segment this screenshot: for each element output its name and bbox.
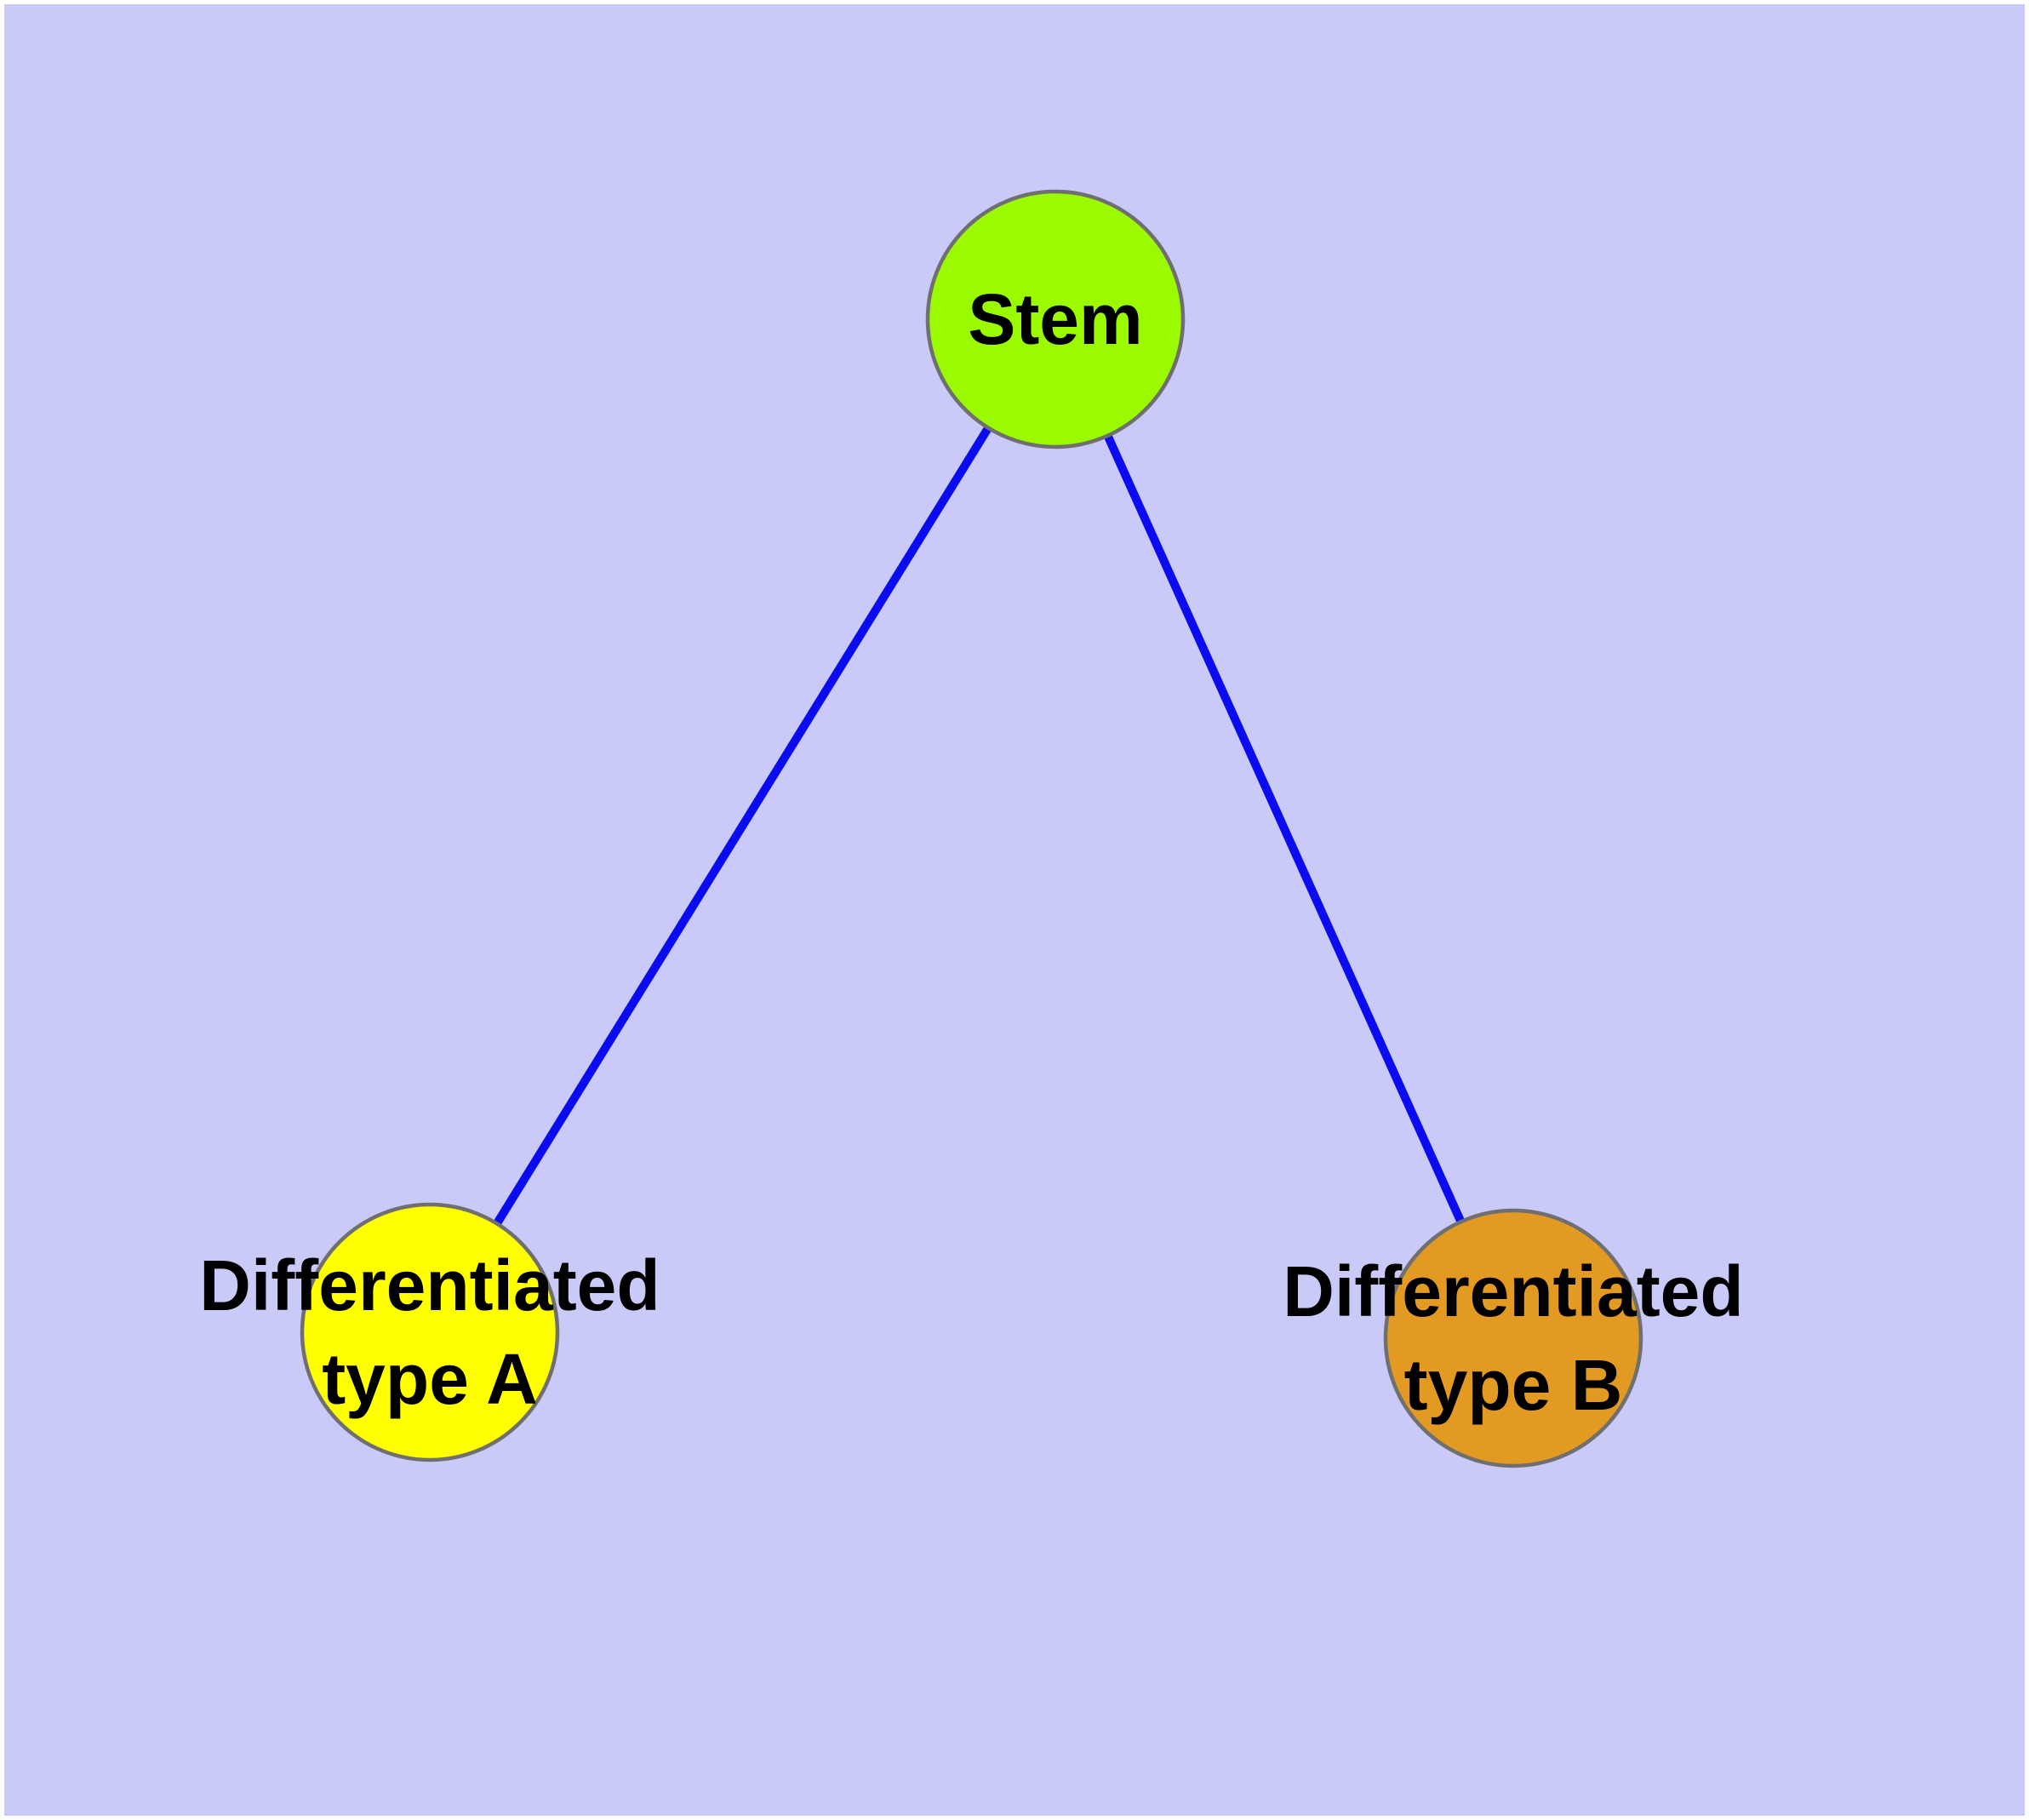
node-label-text-line2: type A [322,1339,538,1419]
node-label-differentiated-type-b: Differentiated type B [1283,1245,1743,1432]
node-circle-diff-a [300,1202,560,1462]
node-label-text: Stem [968,279,1143,359]
node-circle-stem [925,189,1186,449]
graph-canvas [300,189,1643,1468]
edge-stem-to-diff-b [1051,317,1517,1341]
node-circle-diff-b [1383,1208,1643,1468]
edge-stem-to-diff-a [426,317,1060,1335]
node-label-text-line2: type B [1403,1345,1623,1425]
node-label-differentiated-type-a: Differentiated type A [199,1239,660,1426]
plot-area: Stem Differentiated type A Differentiate… [4,4,2025,1816]
node-label-text-line1: Differentiated [1283,1251,1744,1331]
node-label-stem: Stem [968,272,1142,366]
node-label-text-line1: Differentiated [199,1245,660,1325]
